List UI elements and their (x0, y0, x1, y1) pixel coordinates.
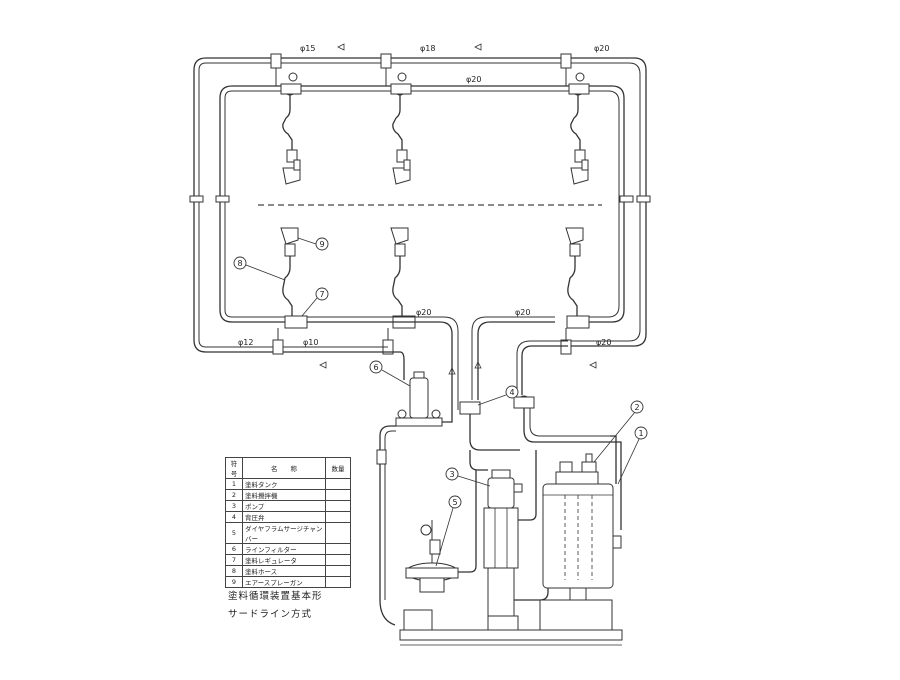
header-qty: 数量 (325, 457, 351, 479)
drop-top-left (270, 53, 302, 185)
dim-label: φ18 (420, 44, 435, 53)
table-row: 7 塗料レギュレータ (225, 554, 351, 566)
table-row: 5 ダイヤフラムサージチャンバー (225, 522, 351, 544)
table-row: 4 背圧弁 (225, 511, 351, 523)
parts-table-header: 符号 名 称 数量 (225, 457, 351, 479)
callout-8: 8 (233, 256, 286, 281)
row-qty (325, 478, 351, 490)
drop-bottom-left (272, 227, 308, 355)
line-filter (376, 371, 453, 626)
svg-text:2: 2 (634, 403, 639, 412)
drop-bottom-right (560, 227, 590, 355)
row-no: 7 (225, 554, 243, 566)
svg-text:6: 6 (373, 363, 378, 372)
row-qty (325, 500, 351, 512)
dim-label: φ20 (515, 308, 530, 317)
row-name: エアースプレーガン (242, 576, 326, 588)
row-no: 1 (225, 478, 243, 490)
dim-label: φ20 (466, 75, 481, 84)
row-name: 背圧弁 (242, 511, 326, 523)
back-pressure-valve (459, 395, 610, 451)
callout-3-pump: 3 (445, 467, 491, 487)
paint-tank (542, 435, 622, 605)
drop-top-middle (380, 53, 412, 185)
row-no: 2 (225, 489, 243, 501)
table-row: 9 エアースプレーガン (225, 576, 351, 588)
row-name: 塗料レギュレータ (242, 554, 326, 566)
callout-4: 4 (477, 385, 519, 406)
flow-arrows (319, 43, 597, 375)
row-qty (325, 522, 351, 544)
row-name: 塗料タンク (242, 478, 326, 490)
row-no: 5 (225, 522, 243, 544)
row-name: ダイヤフラムサージチャンバー (242, 522, 326, 544)
row-qty (325, 489, 351, 501)
callout-5: 5 (435, 495, 462, 567)
drop-bottom-middle (382, 227, 416, 355)
table-row: 6 ラインフィルター (225, 543, 351, 555)
dim-label: φ10 (303, 338, 318, 347)
caption-title: 塗料循環装置基本形 (228, 591, 323, 602)
row-name: ポンプ (242, 500, 326, 512)
row-name: ラインフィルター (242, 543, 326, 555)
row-qty (325, 543, 351, 555)
row-no: 4 (225, 511, 243, 523)
pump (469, 450, 549, 617)
row-no: 3 (225, 500, 243, 512)
header-no: 符号 (225, 457, 243, 479)
dim-label: φ20 (594, 44, 609, 53)
svg-text:4: 4 (509, 388, 514, 397)
supply-loop (189, 57, 651, 353)
bottom-manifold (296, 316, 568, 410)
dim-label: φ12 (238, 338, 253, 347)
callout-2: 2 (593, 400, 644, 463)
row-qty (325, 565, 351, 577)
svg-text:7: 7 (319, 290, 324, 299)
row-qty (325, 511, 351, 523)
table-row: 2 塗料攪拌機 (225, 489, 351, 501)
callout-6: 6 (369, 360, 411, 387)
dim-label: φ20 (596, 338, 611, 347)
svg-text:3: 3 (449, 470, 454, 479)
row-name: 塗料ホース (242, 565, 326, 577)
row-qty (325, 554, 351, 566)
callout-9: 9 (297, 237, 329, 251)
svg-text:1: 1 (638, 429, 643, 438)
row-no: 9 (225, 576, 243, 588)
svg-text:9: 9 (319, 240, 324, 249)
drop-top-right (560, 53, 590, 185)
callout-1: 1 (617, 426, 648, 485)
table-row: 8 塗料ホース (225, 565, 351, 577)
parts-table: 符号 名 称 数量 1 塗料タンク 2 塗料攪拌機 3 ポンプ 4 背圧弁 5 … (225, 457, 351, 588)
row-qty (325, 576, 351, 588)
row-no: 8 (225, 565, 243, 577)
svg-text:5: 5 (452, 498, 457, 507)
callout-7: 7 (301, 287, 329, 317)
header-name: 名 称 (242, 457, 326, 479)
base-frame (399, 599, 623, 646)
dim-label: φ15 (300, 44, 315, 53)
caption-subtitle: サードライン方式 (228, 609, 313, 620)
svg-text:8: 8 (237, 259, 242, 268)
row-no: 6 (225, 543, 243, 555)
surge-chamber (405, 470, 477, 593)
row-name: 塗料攪拌機 (242, 489, 326, 501)
table-row: 1 塗料タンク (225, 478, 351, 490)
dimension-labels: φ15 φ18 φ20 φ20 φ20 φ20 φ20 φ12 φ10 (238, 44, 611, 347)
dim-label: φ20 (416, 308, 431, 317)
table-row: 3 ポンプ (225, 500, 351, 512)
